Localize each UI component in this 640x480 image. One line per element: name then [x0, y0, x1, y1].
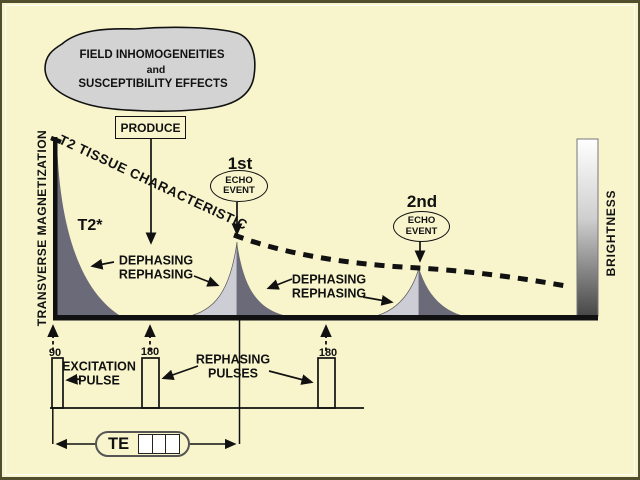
produce-box: PRODUCE [115, 116, 186, 139]
te-label: TE [108, 434, 130, 453]
echo2-dephasing-lobe [419, 268, 475, 318]
pulse180-first-rect [141, 357, 160, 409]
echo1-line2: EVENT [223, 185, 255, 196]
cloud-shape [44, 26, 256, 112]
echo2-line1: ECHO [407, 215, 436, 226]
echo2-event-oval: ECHO EVENT [393, 211, 450, 242]
rephasing-line1: REPHASING [195, 352, 271, 367]
rephasing-pulses-label: REPHASING PULSES [195, 352, 271, 381]
t2star-decay-lobe [57, 141, 124, 318]
brightness-label: BRIGHTNESS [604, 189, 618, 277]
t2star-label: T2* [77, 217, 103, 234]
excitation-line1: EXCITATION [62, 359, 136, 374]
y-axis-label: TRANSVERSE MAGNETIZATION [35, 129, 49, 327]
phase-label-1: DEPHASING REPHASING [118, 253, 194, 282]
produce-label: PRODUCE [120, 120, 181, 135]
phase-label-2: DEPHASING REPHASING [291, 272, 367, 301]
cloud-title-line2: and [146, 64, 166, 76]
dephasing1-right-arrow [193, 275, 220, 287]
echo2-line2: EVENT [405, 225, 438, 237]
cloud-title-line3: SUSCEPTIBILITY EFFECTS [78, 78, 228, 90]
echo2-rephasing-lobe [365, 267, 420, 319]
dephasing2-left-arrow [266, 278, 293, 290]
excitation-pointer-arrow [65, 373, 82, 385]
pulse90-label: 90 [48, 347, 62, 359]
rephasing-line2: PULSES [207, 366, 259, 380]
t2-tissue-dashed-curve [233, 232, 567, 289]
te-box: TE [95, 431, 190, 457]
phase2-rephasing: REPHASING [291, 286, 367, 300]
pulse180-second-rect [317, 357, 336, 409]
excitation-pulse-label: EXCITATION PULSE [62, 359, 136, 388]
phase2-dephasing: DEPHASING [291, 272, 367, 287]
pulse180-second-label: 180 [318, 347, 338, 359]
y-axis-line [53, 137, 58, 318]
echo2-order-label: 2nd [406, 192, 438, 211]
phase1-dephasing: DEPHASING [118, 253, 194, 268]
pulse180-first-label: 180 [140, 346, 160, 358]
echo1-order-label: 1st [227, 154, 253, 173]
dephasing1-left-arrow [90, 258, 115, 270]
te-cells [138, 434, 180, 454]
phase1-rephasing: REPHASING [118, 267, 194, 281]
brightness-scale-bar [576, 138, 599, 317]
time-baseline [53, 315, 598, 321]
dephasing2-right-arrow [362, 294, 394, 306]
rephasing-right-arrow [268, 370, 314, 385]
cloud-title-line1: FIELD INHOMOGENEITIES [79, 49, 225, 61]
excitation-line2: PULSE [78, 373, 120, 387]
echo1-dephasing-lobe [237, 242, 297, 318]
te-cell-3 [164, 434, 180, 454]
echo1-event-oval: ECHO EVENT [210, 170, 268, 202]
rephasing-left-arrow [161, 365, 199, 380]
echo1-line1: ECHO [225, 174, 253, 186]
